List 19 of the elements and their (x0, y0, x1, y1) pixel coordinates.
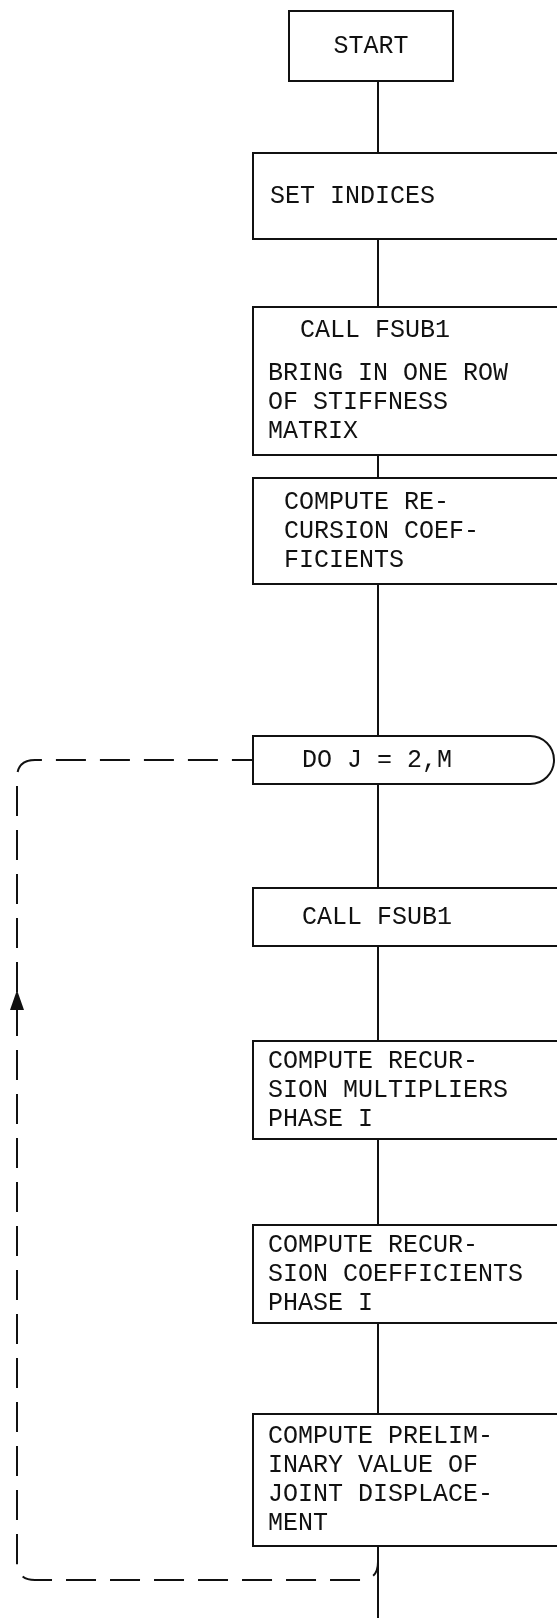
process-box (252, 1040, 557, 1140)
process-box (252, 477, 557, 585)
start-box (288, 10, 454, 82)
loop-terminal (252, 735, 555, 785)
node-label: SET INDICES (270, 181, 436, 211)
node-label: DO J = 2,M (302, 745, 453, 775)
node-label: BRING IN ONE ROW OF STIFFNESS MATRIX (268, 359, 510, 446)
process-box (252, 306, 557, 456)
process-box (252, 1224, 557, 1324)
process-box (252, 1413, 557, 1547)
node-label: COMPUTE RECUR- SION MULTIPLIERS PHASE I (268, 1046, 510, 1134)
process-box (252, 887, 557, 947)
node-label: CALL FSUB1 (302, 902, 453, 932)
node-label: CALL FSUB1 (300, 316, 451, 345)
node-label: START (333, 31, 409, 61)
node-label: COMPUTE RE- CURSION COEF- FICIENTS (284, 487, 481, 575)
node-label: COMPUTE PRELIM- INARY VALUE OF JOINT DISPLACE- MENT (268, 1422, 495, 1538)
node-label: COMPUTE RECUR- SION COEFFICIENTS PHASE I (268, 1230, 524, 1318)
process-box (252, 152, 557, 240)
